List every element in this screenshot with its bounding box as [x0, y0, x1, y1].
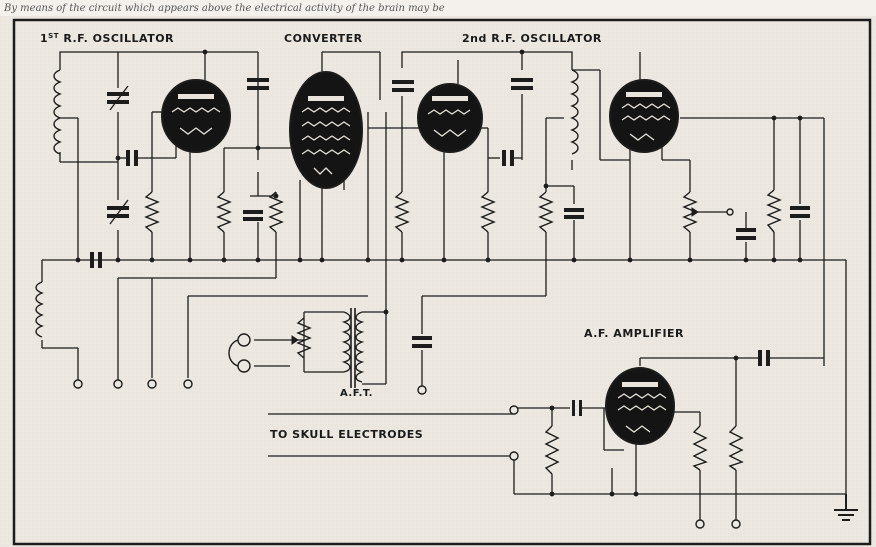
terminal-skull-b [509, 451, 519, 461]
capacitor-af-coupling-a [758, 350, 762, 366]
inductor-coils [35, 69, 579, 383]
terminal-4 [183, 379, 193, 389]
capacitor-rf3c-a [790, 206, 810, 210]
capacitor-rf2-grid-b [510, 150, 514, 166]
capacitor-rf2-bottom [392, 88, 414, 92]
terminals [73, 208, 741, 529]
terminal-2 [113, 379, 123, 389]
capacitors [90, 78, 810, 416]
resistors [144, 189, 782, 475]
output-coil [35, 281, 44, 338]
af-amplifier-tube [605, 367, 675, 445]
label-rf1-sup: ST [48, 32, 59, 40]
resistor-r6 [538, 191, 554, 233]
terminal-3 [147, 379, 157, 389]
capacitor-rf2c-a [564, 208, 584, 212]
caption-strip [0, 0, 876, 16]
resistor-r3 [268, 191, 284, 233]
junction-dots [75, 49, 803, 497]
capacitor-conv-a [243, 210, 263, 214]
capacitor-aft-b [412, 344, 432, 348]
capacitor-rf2-grid-a [502, 150, 506, 166]
capacitor-plate1-top [247, 78, 269, 82]
terminal-1 [73, 379, 83, 389]
resistor-r8 [766, 189, 782, 233]
resistor-r2 [216, 191, 232, 233]
capacitor-var1-top [107, 92, 129, 96]
capacitor-af-input-a [572, 400, 575, 416]
label-aft: A.F.T. [340, 388, 373, 399]
capacitor-rf2-top [392, 80, 414, 84]
rf2-tube [417, 83, 483, 153]
capacitor-grid1-b [134, 150, 138, 166]
capacitor-aft-a [412, 336, 432, 340]
capacitor-var1-bottom [107, 100, 129, 104]
label-rf-oscillator-1: 1ST R.F. OSCILLATOR [40, 32, 174, 45]
terminal-5 [417, 385, 427, 395]
label-converter: CONVERTER [284, 32, 363, 45]
capacitor-bus-b [98, 252, 102, 268]
capacitor-var2-top [107, 206, 129, 210]
capacitor-af-coupling-b [766, 350, 770, 366]
aft-secondary-coil [355, 311, 365, 383]
load-resistor [728, 425, 744, 471]
vacuum-tubes [161, 71, 679, 445]
converter-tube [289, 71, 363, 189]
label-rf1-prefix: 1 [40, 32, 49, 45]
variable-cap-arrows [109, 85, 129, 225]
grid-resistor [544, 425, 560, 475]
capacitor-rf3-a [736, 228, 756, 232]
terminal-out-b [731, 519, 741, 529]
ground-symbol [834, 494, 858, 521]
pot-wiper-arrow [691, 207, 699, 217]
capacitor-rf2b-top [511, 78, 533, 82]
rf1-tank-coil [53, 69, 62, 155]
label-rf1-rest: R.F. OSCILLATOR [63, 32, 175, 45]
capacitor-grid1-a [126, 150, 130, 166]
resistor-r4 [394, 191, 410, 233]
plate-resistor [692, 425, 708, 471]
capacitor-bus-a [90, 252, 94, 268]
capacitor-rf2c-b [564, 215, 584, 219]
resistor-r5 [480, 191, 496, 233]
aft-resistor [296, 317, 312, 359]
aft-primary-coil [341, 311, 351, 373]
rf2-tank-coil [570, 69, 579, 155]
capacitor-conv-b [243, 217, 263, 221]
aft-wiper-arrow [291, 335, 299, 345]
terminal-skull-a [509, 405, 519, 415]
label-skull-electrodes: TO SKULL ELECTRODES [270, 428, 424, 441]
capacitor-plate1-bottom [247, 86, 269, 90]
capacitor-af-input-b [579, 400, 582, 416]
terminal-out-a [695, 519, 705, 529]
capacitor-rf2b-bottom [511, 86, 533, 90]
caption-text: By means of the circuit which appears ab… [3, 3, 445, 14]
diagram-border [12, 18, 872, 546]
terminal-pot [726, 208, 734, 216]
transformer-core [350, 308, 356, 388]
resistor-r1 [144, 191, 160, 233]
jack-symbol [228, 333, 251, 373]
rf1-tube [161, 79, 231, 153]
capacitor-var2-bottom [107, 214, 129, 218]
capacitor-rf3-b [736, 236, 756, 240]
rf3-tube [609, 79, 679, 153]
label-af-amplifier: A.F. AMPLIFIER [584, 327, 685, 340]
capacitor-rf3c-b [790, 214, 810, 218]
wiring [41, 51, 847, 520]
label-rf-oscillator-2: 2nd R.F. OSCILLATOR [462, 32, 602, 45]
